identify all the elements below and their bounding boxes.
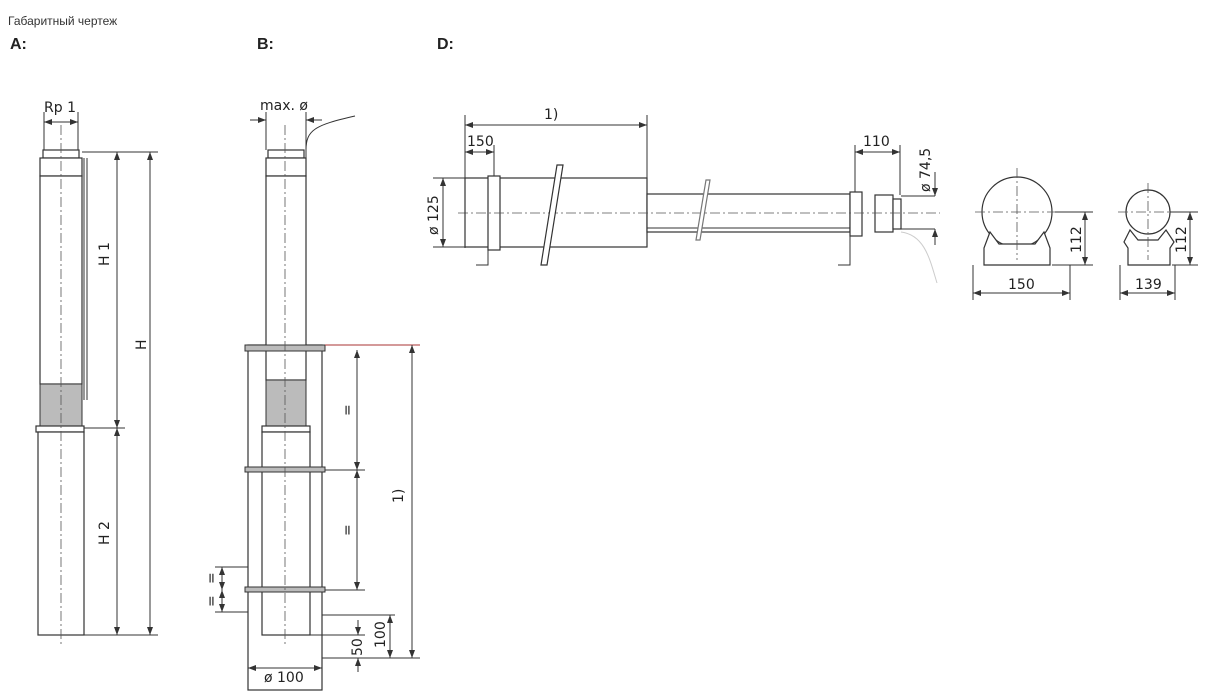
pump-view-b: max. ø = = 1) 100 50 = = ø 100 (204, 98, 420, 691)
dim-equal-small-1: = (204, 572, 220, 584)
dim-equal-lower: = (340, 524, 356, 536)
dim-length-note-d: 1) (544, 107, 558, 123)
view-b-label: B: (257, 36, 274, 53)
dim-h: H (134, 339, 150, 350)
dim-139-width: 139 (1135, 277, 1162, 293)
view-a-label: A: (10, 36, 27, 53)
pump-view-a: Rp 1 H 1 H H 2 (35, 100, 158, 645)
dim-rp1: Rp 1 (44, 100, 76, 116)
pump-view-d: 1) 150 ø 125 110 ø 74,5 150 112 139 112 (426, 107, 1198, 300)
dim-110: 110 (863, 134, 890, 150)
dim-diameter-125: ø 125 (426, 195, 442, 235)
dim-h1: H 1 (97, 242, 113, 266)
dim-length-note: 1) (391, 489, 407, 503)
dim-150-width: 150 (1008, 277, 1035, 293)
dim-diameter-74-5: ø 74,5 (918, 148, 934, 192)
dim-50: 50 (350, 638, 366, 656)
dim-150-clamp: 150 (467, 134, 494, 150)
dim-112-height: 112 (1069, 226, 1085, 253)
dim-h2: H 2 (97, 521, 113, 545)
view-d-label: D: (437, 36, 454, 53)
dim-112-height-b: 112 (1174, 226, 1190, 253)
dim-max-diameter: max. ø (260, 98, 308, 114)
dim-100: 100 (373, 621, 389, 648)
dim-equal-upper: = (340, 404, 356, 416)
drawing-caption: Габаритный чертеж (8, 14, 118, 28)
dim-diameter-100: ø 100 (264, 670, 304, 686)
dim-equal-small-2: = (204, 595, 220, 607)
